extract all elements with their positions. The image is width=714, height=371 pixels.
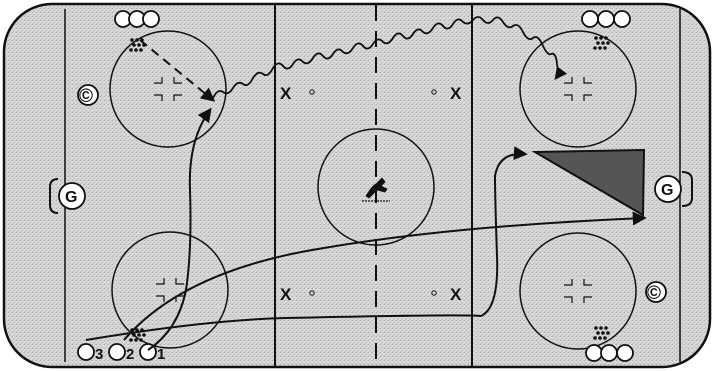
center-circle bbox=[317, 128, 435, 246]
hash-marks-top-right bbox=[564, 77, 592, 101]
hash-marks-top-left bbox=[154, 77, 182, 101]
goal-net-right bbox=[681, 171, 693, 207]
player-2-label: 2 bbox=[126, 346, 134, 363]
player-1-label: 1 bbox=[157, 346, 165, 363]
coach-label-right: © bbox=[647, 283, 661, 304]
cones-bottom-right bbox=[585, 344, 634, 362]
players-start-bottom-left bbox=[77, 343, 157, 361]
goalie-label-left: G bbox=[65, 189, 77, 206]
coach-marker-right bbox=[645, 281, 667, 303]
neutral-dot-bottom-right bbox=[431, 290, 437, 296]
puck-pile-icon bbox=[129, 38, 146, 52]
player-3-marker bbox=[77, 343, 95, 361]
wavy-skate-path bbox=[212, 16, 568, 99]
skate-path-player-3 bbox=[85, 146, 528, 341]
goalie-label-right: G bbox=[661, 182, 673, 199]
hash-marks-bottom-left bbox=[156, 278, 184, 302]
faceoff-circle-bottom-left bbox=[111, 231, 229, 349]
faceoff-circle-top-left bbox=[109, 30, 227, 148]
x-marker-top-right: X bbox=[450, 84, 462, 103]
faceoff-circle-top-right bbox=[519, 30, 637, 148]
x-marker-top-left: X bbox=[280, 84, 292, 103]
neutral-dot-top-right bbox=[431, 89, 437, 95]
cones-top-right bbox=[581, 10, 631, 28]
cones-top-left bbox=[114, 10, 160, 28]
goal-net-left bbox=[49, 178, 59, 214]
player-2-marker bbox=[108, 343, 126, 361]
player-3-label: 3 bbox=[95, 346, 103, 363]
goalie-marker-left bbox=[58, 182, 86, 210]
goalie-marker-right bbox=[654, 175, 682, 203]
coach-label-left: © bbox=[79, 86, 93, 107]
skater-logo-icon bbox=[362, 177, 390, 202]
skate-path-player-1 bbox=[147, 107, 212, 351]
x-marker-bottom-left: X bbox=[280, 285, 292, 304]
neutral-dot-bottom-left bbox=[309, 290, 315, 296]
neutral-dot-top-left bbox=[309, 89, 315, 95]
dashed-pass-line bbox=[139, 39, 216, 102]
puck-pile-icon bbox=[593, 36, 610, 50]
shooting-lane-shaded bbox=[531, 148, 646, 217]
hash-marks-bottom-right bbox=[564, 279, 592, 303]
coach-marker-left bbox=[77, 84, 99, 106]
puck-pile-icon bbox=[593, 326, 610, 340]
faceoff-circle-bottom-right bbox=[519, 232, 637, 350]
x-marker-bottom-right: X bbox=[450, 285, 462, 304]
skate-path-player-2 bbox=[123, 211, 647, 341]
